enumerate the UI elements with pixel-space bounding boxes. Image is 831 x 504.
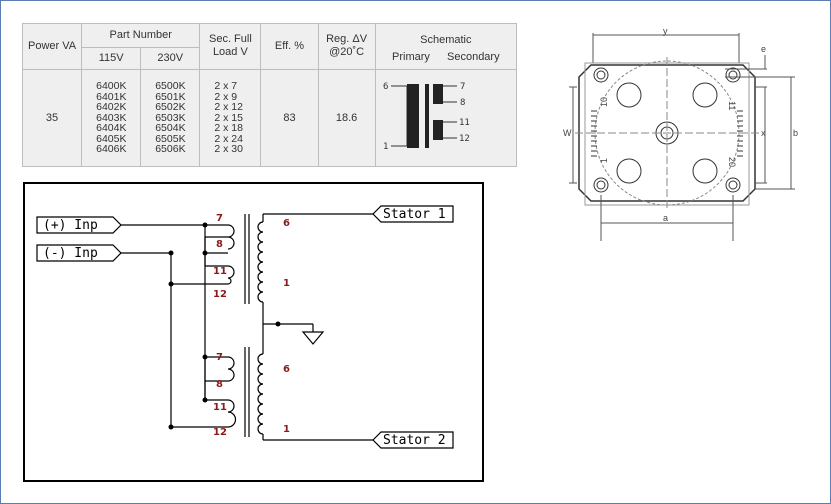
stator2-tag	[372, 431, 454, 449]
schematic-cell: 6 1 7 8 11 12	[374, 68, 518, 167]
dim-b-label: b	[793, 128, 798, 138]
bottom-pin-7: 7	[216, 352, 223, 363]
part-number-header: Part Number	[81, 23, 201, 48]
schematic-header: Schematic	[374, 23, 518, 47]
dim-w-label: W	[563, 128, 572, 138]
reg-header: Reg. ΔV @20˚C	[317, 23, 376, 70]
part-115: 6406K	[96, 143, 127, 155]
top-pin-11: 11	[213, 266, 227, 277]
sec-load-value: 2 x 30	[214, 143, 243, 155]
primary-winding-icon	[406, 84, 419, 149]
bottom-pin-8: 8	[216, 379, 223, 390]
pin-20-label: 20	[727, 157, 737, 167]
sch-pin-6: 6	[383, 82, 388, 92]
pin-1-label: 1	[599, 158, 609, 163]
eff-header: Eff. %	[260, 23, 319, 70]
sch-pin-1: 1	[383, 142, 388, 152]
dim-y-label: y	[663, 26, 668, 36]
sec-load-cell: 2 x 7 2 x 9 2 x 12 2 x 15 2 x 18 2 x 24 …	[199, 68, 262, 167]
part-115: 6402K	[96, 101, 127, 113]
part-230: 6504K	[155, 122, 186, 134]
sec-load-value: 2 x 7	[214, 80, 238, 92]
bottom-pin-6: 6	[283, 364, 290, 375]
part-230: 6503K	[155, 111, 186, 124]
inp-plus-tag	[36, 216, 122, 234]
part-115: 6400K	[96, 80, 127, 92]
stator2-label: Stator 2	[383, 433, 446, 448]
inp-minus-label: (-) Inp	[43, 246, 98, 261]
sec-load-value: 2 x 18	[214, 122, 243, 134]
top-pin-1: 1	[283, 278, 290, 289]
bottom-pin-12: 12	[213, 427, 227, 438]
sec-load-value: 2 x 24	[214, 132, 243, 145]
power-value: 35	[21, 68, 83, 167]
parts-115-cell: 6400K 6401K 6402K 6403K 6404K 6405K 6406…	[81, 68, 142, 167]
dim-e-label: e	[761, 44, 766, 54]
top-pin-6: 6	[283, 218, 290, 229]
pin-11-label: 11	[727, 101, 737, 110]
parts-230-cell: 6500K 6501K 6502K 6503K 6504K 6505K 6506…	[140, 68, 201, 167]
circuit-diagram: (+) Inp (-) Inp Stator 1 Stator 2 7 8 11…	[23, 182, 484, 482]
part-115: 6404K	[96, 122, 127, 134]
spec-table: Power VA Part Number Sec. Full Load V Ef…	[21, 23, 518, 167]
sec-load-value: 2 x 9	[214, 90, 238, 103]
core-icon	[424, 84, 429, 149]
part-115: 6403K	[96, 111, 127, 124]
v115-header: 115V	[81, 46, 142, 70]
bottom-pin-11: 11	[213, 402, 227, 413]
pin-10-label: 10	[599, 97, 609, 107]
stator1-label: Stator 1	[383, 207, 446, 222]
sch-pin-8: 8	[460, 98, 465, 108]
part-230: 6500K	[155, 80, 186, 92]
sch-pin-12: 12	[459, 134, 470, 144]
top-pin-8: 8	[216, 239, 223, 250]
top-pin-7: 7	[216, 213, 223, 224]
sec-load-value: 2 x 15	[214, 111, 243, 124]
top-pin-12: 12	[213, 289, 227, 300]
secondary-winding-b-icon	[432, 120, 443, 141]
sch-pin-7: 7	[460, 82, 465, 92]
schematic-subheader: Primary Secondary	[374, 47, 518, 70]
secondary-winding-a-icon	[432, 84, 443, 105]
stator1-tag	[372, 205, 454, 223]
mechanical-drawing: y e W x b a 10 1 11 20	[563, 26, 798, 241]
part-230: 6506K	[155, 143, 186, 155]
transformer-schematic: 6 1 7 8 11 12	[383, 82, 470, 152]
part-115: 6401K	[96, 90, 127, 103]
sch-pin-11: 11	[459, 118, 470, 128]
eff-value: 83	[260, 68, 319, 167]
reg-value: 18.6	[317, 68, 376, 167]
secondary-label: Secondary	[447, 51, 500, 64]
v230-header: 230V	[140, 46, 201, 70]
part-230: 6502K	[155, 101, 186, 113]
inp-plus-label: (+) Inp	[43, 218, 98, 233]
part-230: 6505K	[155, 132, 186, 145]
dim-a-label: a	[663, 213, 668, 223]
power-header: Power VA	[21, 23, 83, 70]
inp-minus-tag	[36, 244, 122, 262]
ground-icon	[301, 331, 325, 345]
primary-label: Primary	[392, 51, 430, 64]
bottom-pin-1: 1	[283, 424, 290, 435]
sec-load-value: 2 x 12	[214, 101, 243, 113]
part-115: 6405K	[96, 132, 127, 145]
part-230: 6501K	[155, 90, 186, 103]
sec-load-header: Sec. Full Load V	[199, 23, 262, 70]
dim-x-label: x	[761, 128, 766, 138]
